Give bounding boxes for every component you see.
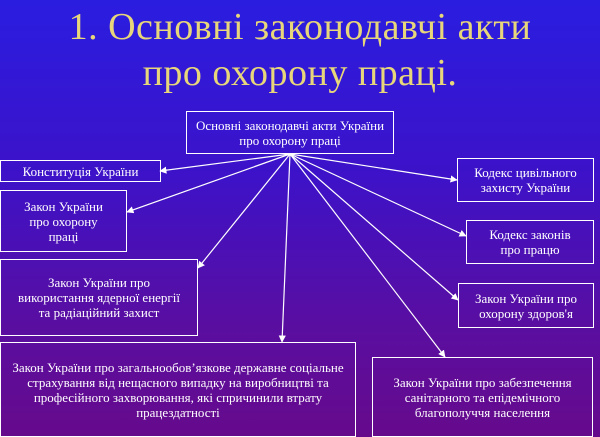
box-sanitary-law: Закон України про забезпечення санітарно… — [372, 357, 593, 437]
center-box: Основні законодавчі акти України про охо… — [186, 111, 394, 154]
box-labor-protection-law: Закон України про охорону праці — [0, 190, 127, 252]
arrow-to-labor-code — [289, 153, 467, 237]
box-civil-protection-code: Кодекс цивільного захисту України — [457, 158, 594, 202]
box-social-insurance-law: Закон України про загальнообов’язкове де… — [0, 342, 356, 437]
slide-title: 1. Основні законодавчі акти про охорону … — [0, 4, 600, 96]
arrow-to-health-law — [289, 153, 459, 301]
arrow-to-social-insurance-law — [278, 153, 291, 343]
arrow-to-nuclear-energy-law — [197, 153, 291, 269]
arrow-to-constitution — [159, 153, 291, 174]
arrow-to-civil-protection-code — [289, 153, 458, 183]
box-constitution: Конституція України — [0, 160, 161, 182]
box-health-law: Закон України про охорону здоров'я — [458, 283, 594, 328]
arrow-to-sanitary-law — [289, 153, 446, 358]
slide-title-line-1: 1. Основні законодавчі акти — [68, 6, 532, 48]
box-labor-code: Кодекс законів про працю — [466, 220, 594, 264]
arrow-to-labor-protection-law — [126, 153, 291, 214]
box-nuclear-energy-law: Закон України про використання ядерної е… — [0, 259, 198, 336]
slide-title-line-2: про охорону праці. — [142, 52, 458, 94]
